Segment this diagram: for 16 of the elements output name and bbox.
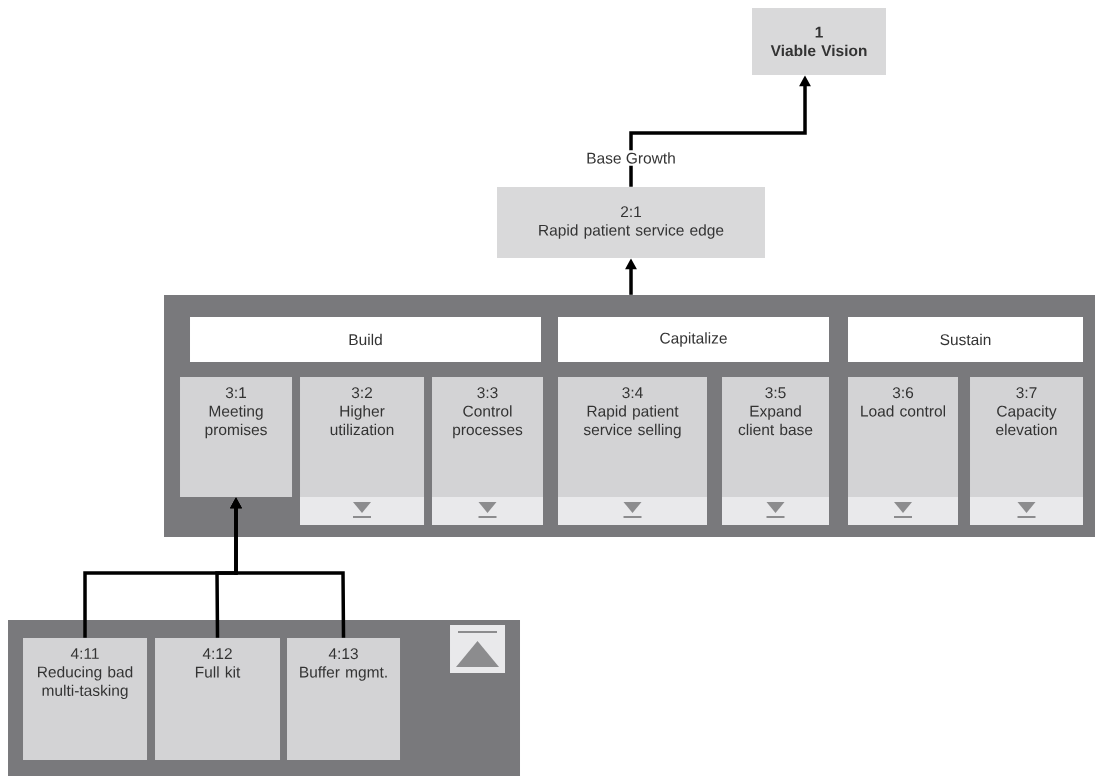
- step-box: 3:3 Control processes: [432, 377, 543, 525]
- goal-box: 1 Viable Vision: [752, 8, 886, 75]
- step-box: 4:13 Buffer mgmt.: [287, 638, 400, 760]
- phase-header: Sustain: [848, 317, 1083, 362]
- step-box: 4:11 Reducing bad multi-tasking: [23, 638, 147, 760]
- phase-header: Capitalize: [558, 317, 829, 362]
- step-box: 4:12 Full kit: [155, 638, 280, 760]
- step-box: 3:4 Rapid patient service selling: [558, 377, 707, 525]
- step-box: 3:6 Load control: [848, 377, 958, 525]
- edge-label: Base Growth: [584, 150, 678, 166]
- step-box: 3:2 Higher utilization: [300, 377, 424, 525]
- step-box: 3:1 Meeting promises: [180, 377, 292, 497]
- step-box: 3:7 Capacity elevation: [970, 377, 1083, 525]
- goal-box: 2:1 Rapid patient service edge: [497, 187, 765, 258]
- step-box: 3:5 Expand client base: [722, 377, 829, 525]
- phase-header: Build: [190, 317, 541, 362]
